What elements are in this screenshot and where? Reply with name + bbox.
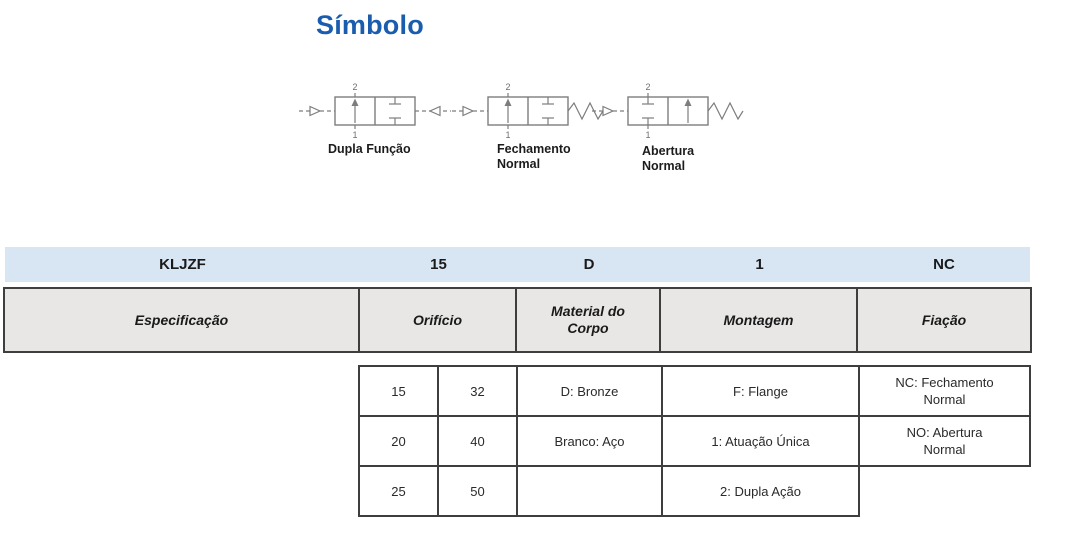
material-cell: Branco: Aço xyxy=(516,415,663,467)
orifice-size-cell: 25 xyxy=(358,465,439,517)
wiring-cell: NC: Fechamento Normal xyxy=(858,365,1031,417)
header-orificio: Orifício xyxy=(360,289,517,351)
material-cell xyxy=(516,465,663,517)
wiring-cell-empty xyxy=(859,466,1030,516)
port-label-1: 1 xyxy=(505,130,510,140)
header-fiacao: Fiação xyxy=(921,311,967,328)
caption-line: Dupla Função xyxy=(328,142,411,156)
valve-symbol-normally-closed: 2 1 xyxy=(452,82,604,140)
model-code-band: KLJZF 15 D 1 NC xyxy=(5,247,1030,282)
table-row: 15 32 D: Bronze F: Flange NC: Fechamento… xyxy=(358,365,1031,417)
symbol-caption-normally-closed: Fechamento Normal xyxy=(497,142,571,172)
spring-icon xyxy=(707,101,744,121)
header-material-do-corpo: Material do Corpo xyxy=(517,289,661,351)
wiring-text: NC: Fechamento Normal xyxy=(895,375,994,407)
orifice-size-cell: 20 xyxy=(358,415,439,467)
spring-icon xyxy=(567,101,604,121)
mounting-cell: 2: Dupla Ação xyxy=(661,465,860,517)
code-wiring: NC xyxy=(933,256,955,273)
orifice-bore-cell: 32 xyxy=(437,365,518,417)
caption-line: Normal xyxy=(497,157,541,171)
symbol-caption-normally-open: Abertura Normal xyxy=(642,144,694,174)
caption-line: Abertura xyxy=(642,144,695,158)
symbol-caption-dual-function: Dupla Função xyxy=(328,142,411,157)
code-body-material: D xyxy=(583,256,595,273)
caption-line: Fechamento xyxy=(497,142,571,156)
valve-symbol-normally-open: 2 1 xyxy=(592,82,744,140)
orifice-size-cell: 15 xyxy=(358,365,439,417)
header-montagem: Montagem xyxy=(661,289,858,351)
port-label-2: 2 xyxy=(505,82,510,92)
page-title: Símbolo xyxy=(316,10,424,40)
spec-options-table: 15 32 D: Bronze F: Flange NC: Fechamento… xyxy=(358,365,1031,517)
wiring-cell: NO: Abertura Normal xyxy=(858,415,1031,467)
orifice-bore-cell: 40 xyxy=(437,415,518,467)
mounting-cell: 1: Atuação Única xyxy=(661,415,860,467)
table-row: 25 50 2: Dupla Ação xyxy=(358,465,1030,517)
header-especificacao: Especificação xyxy=(5,289,360,351)
code-series: KLJZF xyxy=(159,256,206,273)
pilot-triangle-left xyxy=(309,105,322,117)
port-label-1: 1 xyxy=(352,130,357,140)
port-label-1: 1 xyxy=(645,130,650,140)
caption-line: Normal xyxy=(642,159,686,173)
orifice-bore-cell: 50 xyxy=(437,465,518,517)
port-label-2: 2 xyxy=(645,82,650,92)
material-cell: D: Bronze xyxy=(516,365,663,417)
valve-symbol-dual-function: 2 1 xyxy=(299,82,451,140)
port-label-2: 2 xyxy=(352,82,357,92)
spec-header-row: Especificação Orifício Material do Corpo… xyxy=(3,287,1032,353)
pilot-triangle-left xyxy=(462,105,475,117)
wiring-text: NO: Abertura Normal xyxy=(906,425,983,457)
code-orifice: 15 xyxy=(430,256,447,273)
code-mounting: 1 xyxy=(755,256,764,273)
pilot-triangle-left xyxy=(602,105,615,117)
pilot-triangle-right xyxy=(428,105,441,117)
table-row: 20 40 Branco: Aço 1: Atuação Única NO: A… xyxy=(358,415,1031,467)
mounting-cell: F: Flange xyxy=(661,365,860,417)
